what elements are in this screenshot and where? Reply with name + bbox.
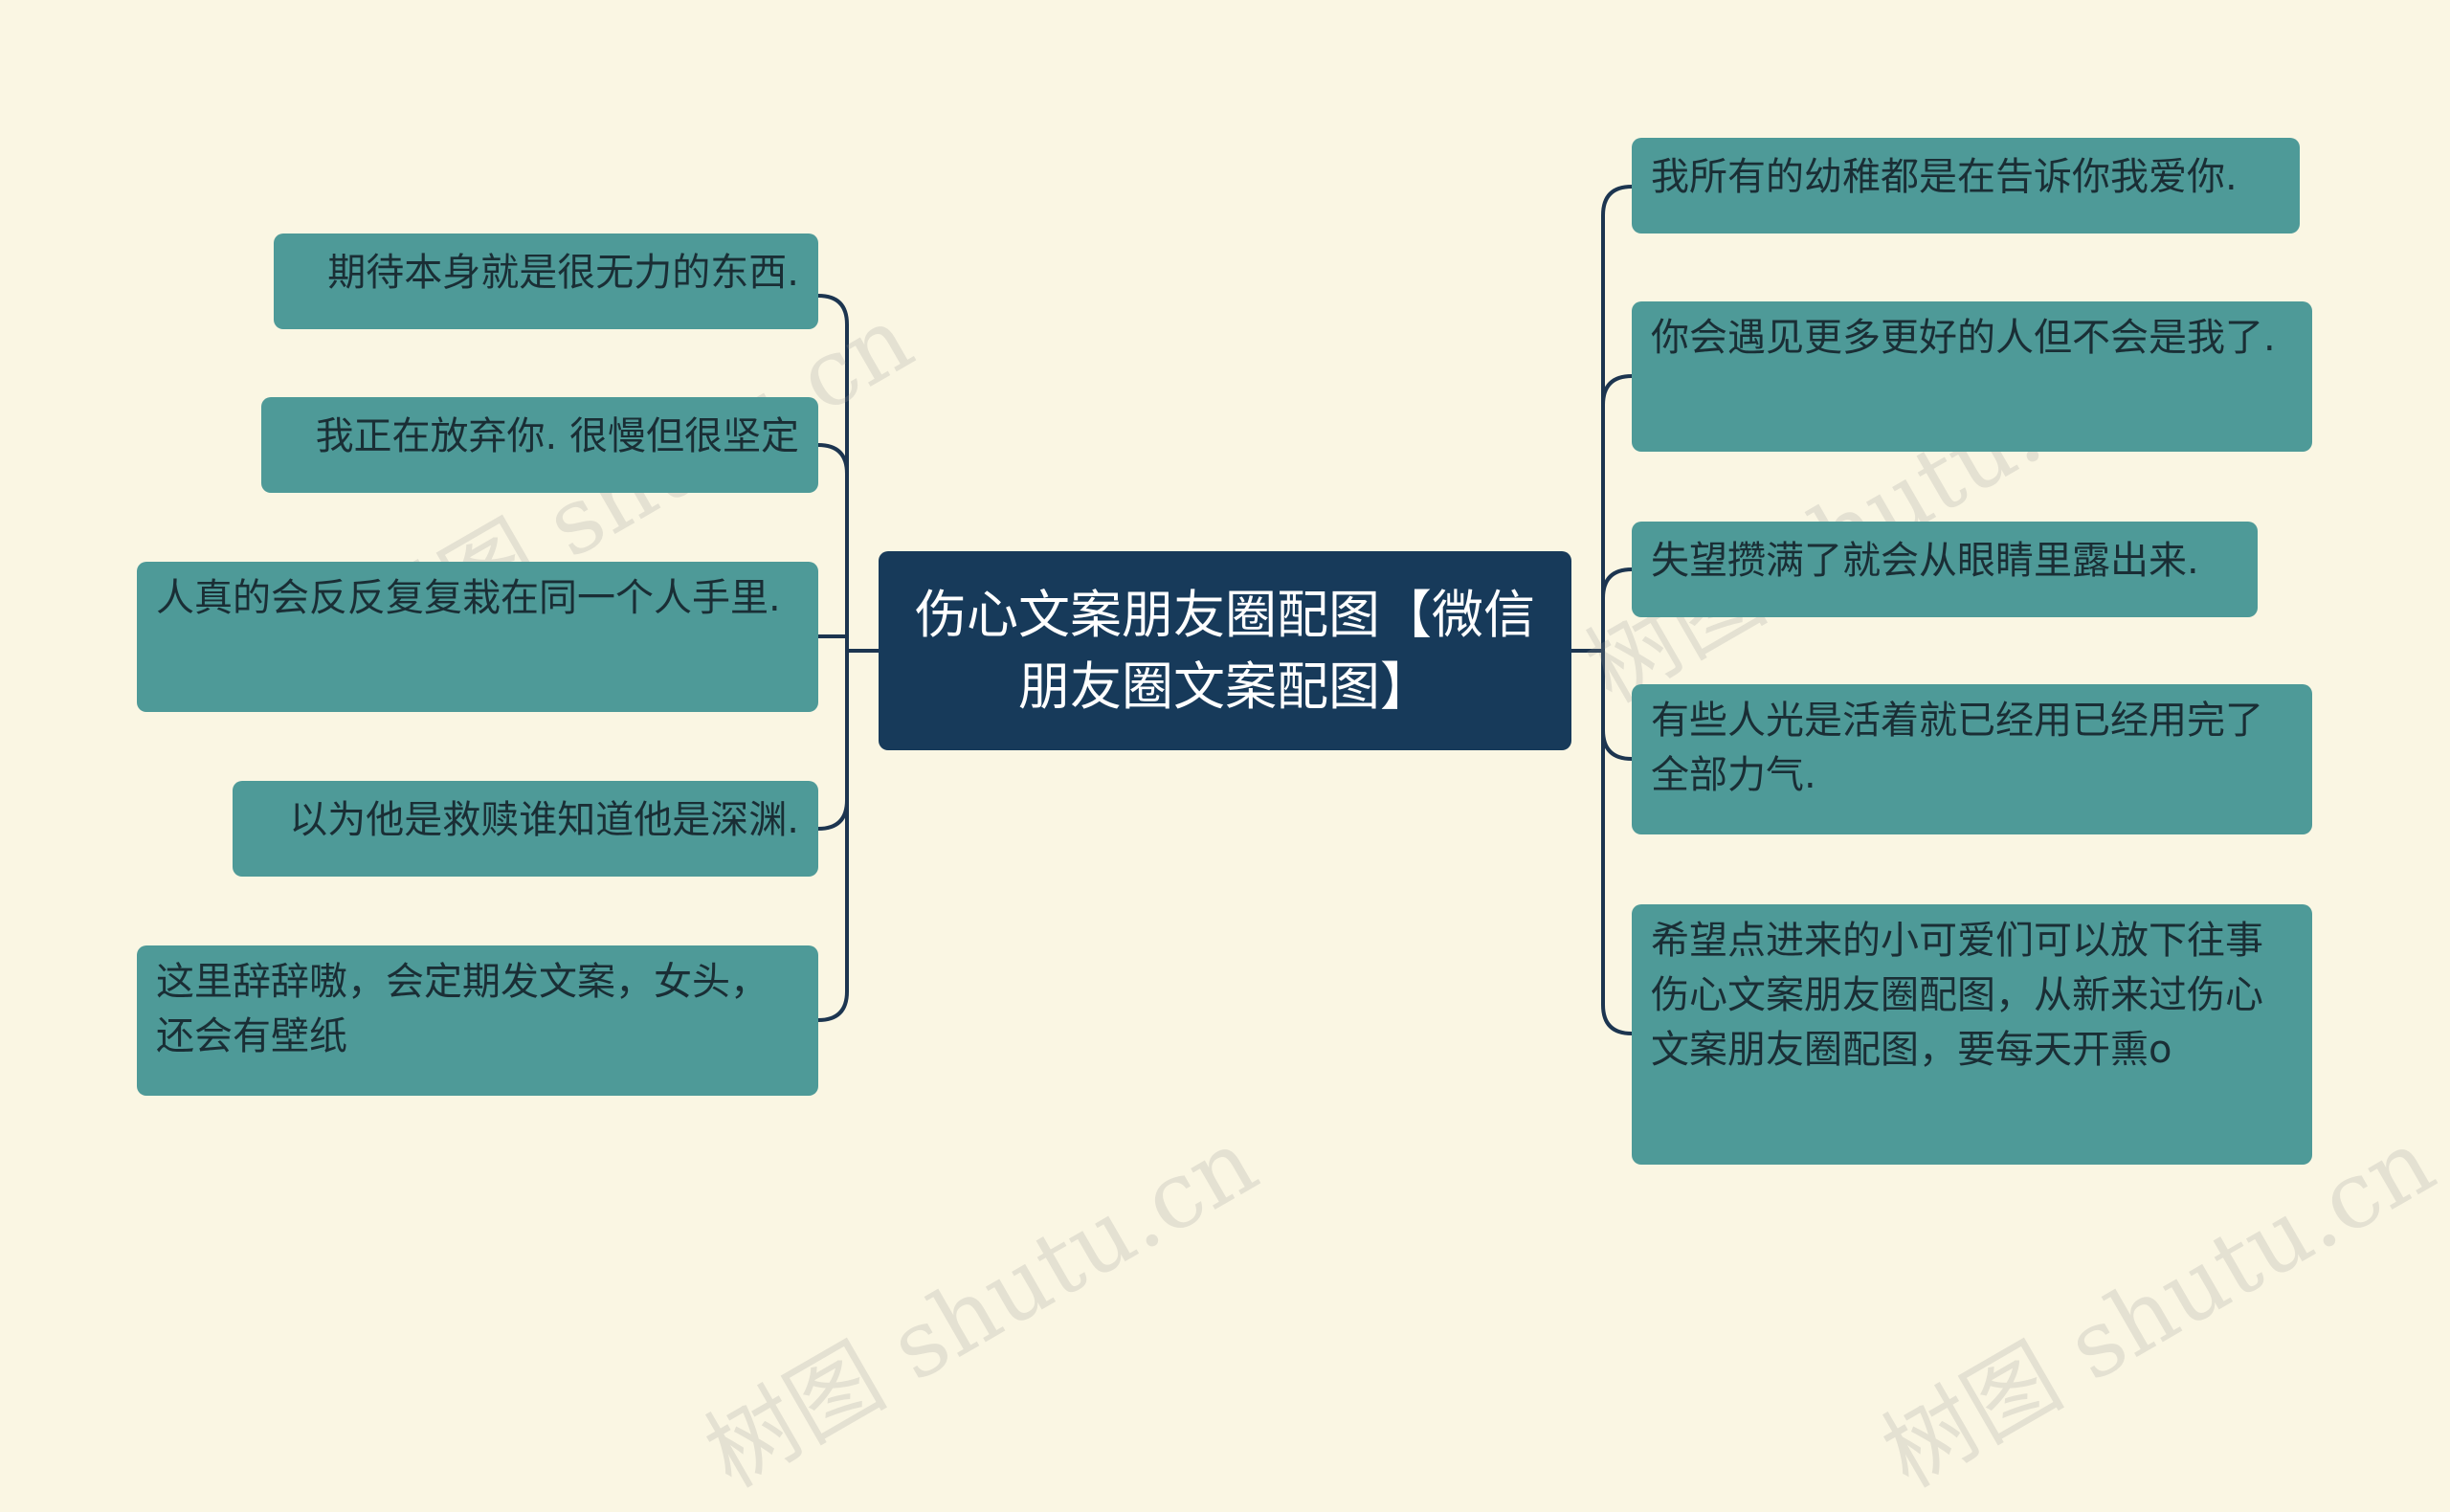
mind-map-canvas: 树图 shutu.cn 树图 shutu.cn 树图 shutu.cn 树图 s… — [137, 138, 2450, 1508]
central-topic[interactable]: 伤心文案朋友圈配图【微信朋友圈文案配图】 — [879, 551, 1571, 750]
branch-left-5[interactable]: 这里辞辞嗷，会定期发文案，女头，还会有壁纸 — [137, 945, 818, 1096]
connector-left-trunk — [816, 294, 849, 1022]
branch-right-2[interactable]: 你会遇见更多更好的人但不会是我了. — [1632, 301, 2312, 452]
connector-right-2 — [1601, 374, 1634, 407]
branch-right-3[interactable]: 失望攒满了就会从眼睛里露出来. — [1632, 522, 2258, 617]
branch-right-4[interactable]: 有些人光是活着就已经用已经用完了全部力气. — [1632, 684, 2312, 834]
connector-left-2 — [816, 443, 849, 476]
connector-lines — [816, 185, 1634, 1035]
branch-left-2[interactable]: 我正在放弃你. 很慢但很坚定 — [261, 397, 818, 493]
branch-left-3[interactable]: 人真的会反反复复栽在同一个人手里. — [137, 562, 818, 712]
connector-left-4 — [816, 798, 849, 831]
branch-left-1[interactable]: 期待本身就是很无力的东西. — [274, 233, 818, 329]
connector-right-4 — [1601, 728, 1634, 761]
branch-left-4[interactable]: 以为他是救赎谁知道他是深渊. — [233, 781, 818, 877]
connector-right-trunk — [1601, 185, 1634, 1035]
branch-right-5[interactable]: 希望点进来的小可爱们可以放下往事伤心文案朋友圈配图，从新来过伤心文案朋友圈配图，… — [1632, 904, 2312, 1165]
connector-right-3 — [1601, 567, 1634, 600]
branch-right-1[interactable]: 我所有的幼稚都是在告诉你我爱你. — [1632, 138, 2300, 233]
